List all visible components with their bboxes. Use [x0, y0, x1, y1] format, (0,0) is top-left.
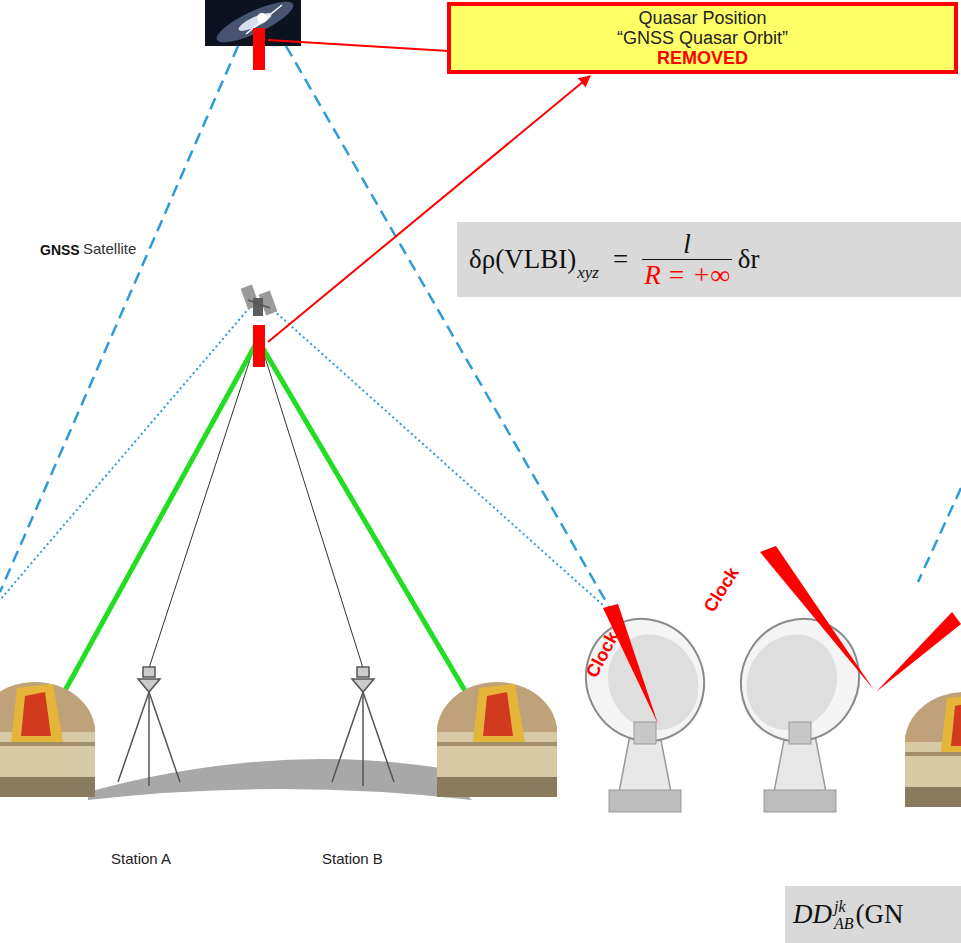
clock-wedge [760, 546, 874, 690]
vlbi-antenna [564, 597, 726, 812]
station-tripod [118, 667, 180, 786]
callout-arrow [268, 76, 590, 342]
observatory-dome [437, 682, 557, 797]
station-lines [258, 335, 363, 668]
orbit-marker [253, 28, 265, 70]
signal-lines [0, 46, 238, 592]
callout-text: REMOVED [657, 48, 748, 68]
formula-term: δr [738, 244, 760, 275]
formula-denominator: R = +∞ [642, 260, 732, 290]
clock-wedge [876, 612, 961, 692]
satellite-label: GNSS [40, 243, 80, 258]
ground-arc [88, 759, 472, 800]
gnss-satellite-icon [248, 300, 270, 308]
signal-lines [0, 46, 961, 612]
station-tripod [118, 692, 149, 782]
station-tripod [362, 692, 364, 786]
orbit-marker [253, 325, 265, 367]
formula-subscript: xyz [577, 263, 599, 283]
station-tripod [332, 692, 363, 782]
station-tripod [143, 667, 155, 677]
signal-lines [286, 46, 612, 612]
formula-indices: jkAB [834, 898, 854, 932]
formula-superscript: jk [834, 898, 854, 915]
clock-label: Clock [583, 629, 623, 682]
formula-box: DDjkAB(GN [785, 886, 961, 943]
station-label: Station A [111, 851, 171, 868]
formula-subscript: AB [834, 915, 854, 932]
station-lines [35, 340, 258, 745]
formula-term: (GN [856, 899, 904, 930]
callout-text: “GNSS Quasar Orbit” [617, 28, 788, 48]
formula-term: DD [793, 899, 832, 930]
gnss-satellite-icon [241, 285, 278, 316]
station-lines [258, 340, 497, 745]
observatory-dome [905, 692, 961, 807]
station-tripod [149, 692, 180, 782]
signal-lines [262, 300, 604, 606]
callout-text: Quasar Position [638, 8, 766, 28]
station-tripod [138, 679, 160, 692]
signal-lines [0, 300, 256, 600]
station-tripod [363, 692, 394, 782]
formula-operator: = [613, 244, 628, 275]
station-lines [35, 335, 497, 745]
observatory-dome [0, 682, 95, 797]
signal-lines [918, 488, 961, 582]
station-lines [149, 335, 258, 668]
station-tripod [148, 692, 150, 786]
station-tripod [352, 679, 374, 692]
clock-label: Clock [701, 564, 744, 616]
formula-numerator: l [642, 229, 732, 260]
station-label: Station B [322, 851, 383, 868]
vlbi-antenna [719, 597, 881, 812]
formula-box: δρ(VLBI)xyz = lR = +∞δr [457, 222, 961, 297]
station-tripod [332, 667, 394, 786]
clock-wedge [603, 604, 658, 724]
satellite-label: Satellite [83, 241, 136, 258]
callout-box: Quasar Position“GNSS Quasar Orbit”REMOVE… [447, 2, 958, 74]
station-tripod [357, 667, 369, 677]
gnss-satellite-icon [253, 298, 263, 316]
formula-fraction: lR = +∞ [642, 229, 732, 290]
formula-term: δρ(VLBI) [469, 244, 576, 275]
